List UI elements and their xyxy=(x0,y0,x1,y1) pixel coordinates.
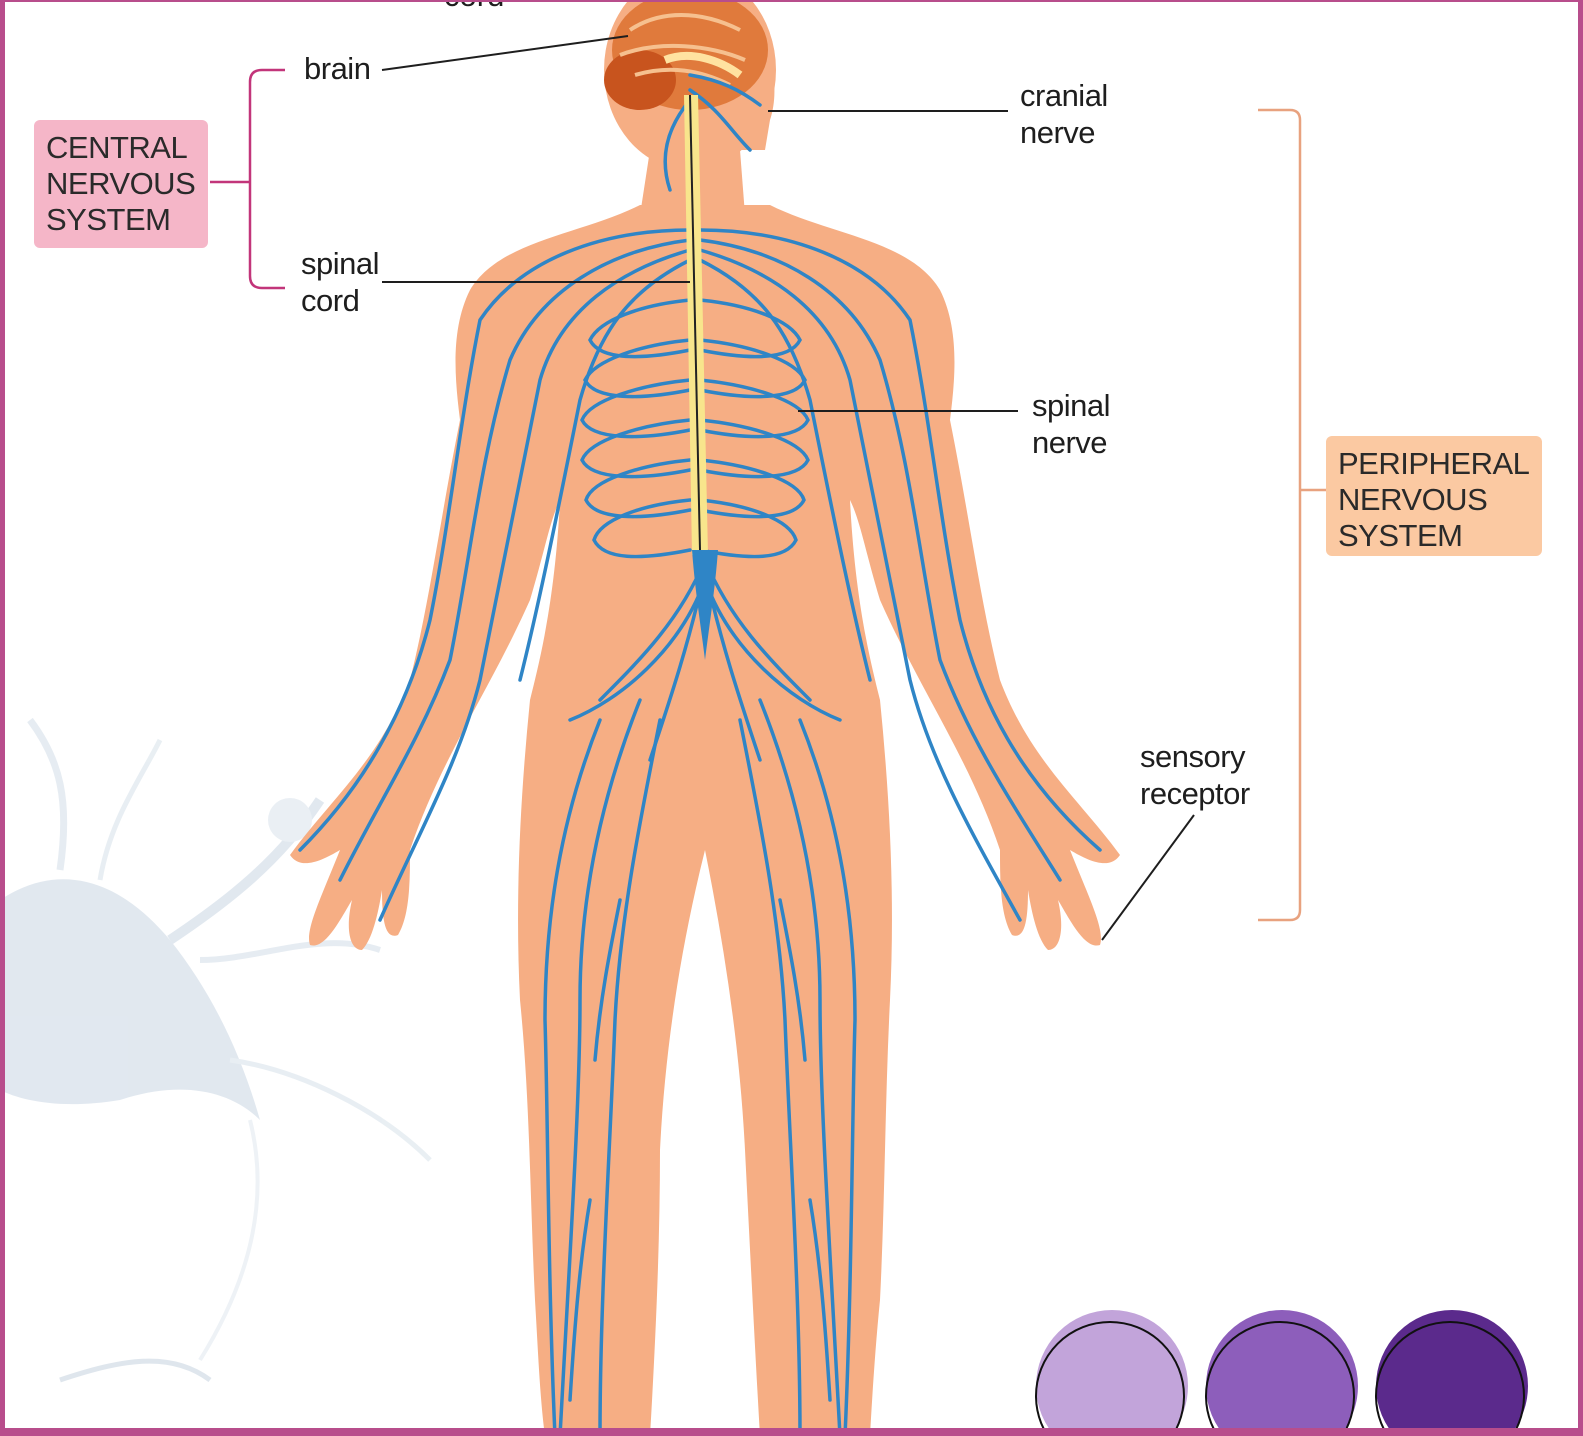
label-brain: brain xyxy=(304,50,370,87)
central-line-2: NERVOUS xyxy=(46,166,196,202)
peripheral-bracket xyxy=(1258,110,1326,920)
central-bracket xyxy=(210,70,285,288)
label-spinal-nerve-line1: spinal xyxy=(1032,387,1110,424)
label-spinal-nerve: spinal nerve xyxy=(1032,387,1110,461)
label-sensory-receptor-line2: receptor xyxy=(1140,775,1250,812)
clipped-top-label: cord xyxy=(444,0,504,14)
peripheral-nervous-system-box: PERIPHERAL NERVOUS SYSTEM xyxy=(1326,436,1542,556)
peripheral-line-1: PERIPHERAL xyxy=(1338,446,1530,482)
label-cranial-nerve-line1: cranial xyxy=(1020,77,1108,114)
label-spinal-cord: spinal cord xyxy=(301,245,379,319)
label-sensory-receptor-line1: sensory xyxy=(1140,738,1250,775)
label-spinal-nerve-line2: nerve xyxy=(1032,424,1110,461)
label-cranial-nerve: cranial nerve xyxy=(1020,77,1108,151)
label-spinal-cord-line1: spinal xyxy=(301,245,379,282)
label-cranial-nerve-line2: nerve xyxy=(1020,114,1108,151)
central-line-3: SYSTEM xyxy=(46,202,196,238)
peripheral-line-3: SYSTEM xyxy=(1338,518,1530,554)
decorative-circles xyxy=(1036,1310,1528,1436)
peripheral-line-2: NERVOUS xyxy=(1338,482,1530,518)
central-line-1: CENTRAL xyxy=(46,130,196,166)
label-spinal-cord-line2: cord xyxy=(301,282,379,319)
label-sensory-receptor: sensory receptor xyxy=(1140,738,1250,812)
central-nervous-system-box: CENTRAL NERVOUS SYSTEM xyxy=(34,120,208,248)
